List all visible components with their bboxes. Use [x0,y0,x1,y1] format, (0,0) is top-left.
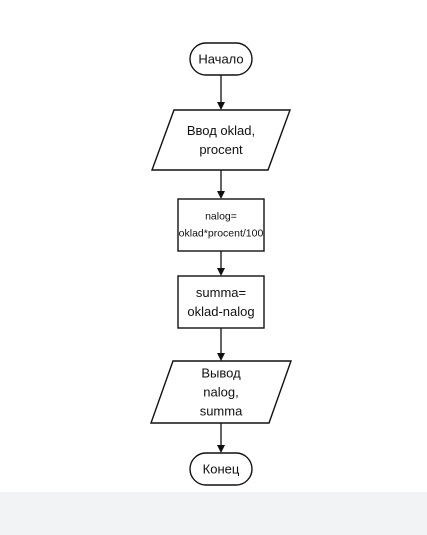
node-label: Вывод [201,366,241,381]
arrowhead-icon [217,191,225,199]
terminator-shape [189,42,253,76]
node-input: Ввод oklad, procent [150,109,292,171]
arrowhead-icon [217,353,225,361]
arrowhead-icon [217,102,225,110]
node-label: procent [199,142,243,157]
io-shape [150,360,292,424]
node-label: summa [200,404,243,419]
node-label: summa= [196,285,246,300]
edges-layer [217,75,225,453]
node-label: oklad*procent/100 [179,228,264,240]
node-label: Конец [203,462,240,477]
node-output: Вывод nalog, summa [150,360,292,424]
edge-arrow [217,170,225,199]
arrowhead-icon [217,268,225,276]
edge-arrow [217,75,225,110]
process-shape [177,275,265,329]
arrowhead-icon [217,445,225,453]
node-label: Ввод oklad, [187,123,255,138]
node-calc-nalog: nalog= oklad*procent/100 [177,198,265,252]
node-start: Начало [189,42,253,76]
terminator-shape [189,452,253,486]
process-shape [177,198,265,252]
node-end: Конец [189,452,253,486]
node-calc-summa: summa= oklad-nalog [177,275,265,329]
edge-arrow [217,251,225,276]
edge-arrow [217,423,225,453]
node-label: nalog= [205,211,237,223]
edge-arrow [217,328,225,361]
node-label: oklad-nalog [187,304,254,319]
node-label: nalog, [203,385,238,400]
node-label: Начало [198,52,243,67]
footer-bar [0,492,427,535]
io-shape [150,109,292,171]
